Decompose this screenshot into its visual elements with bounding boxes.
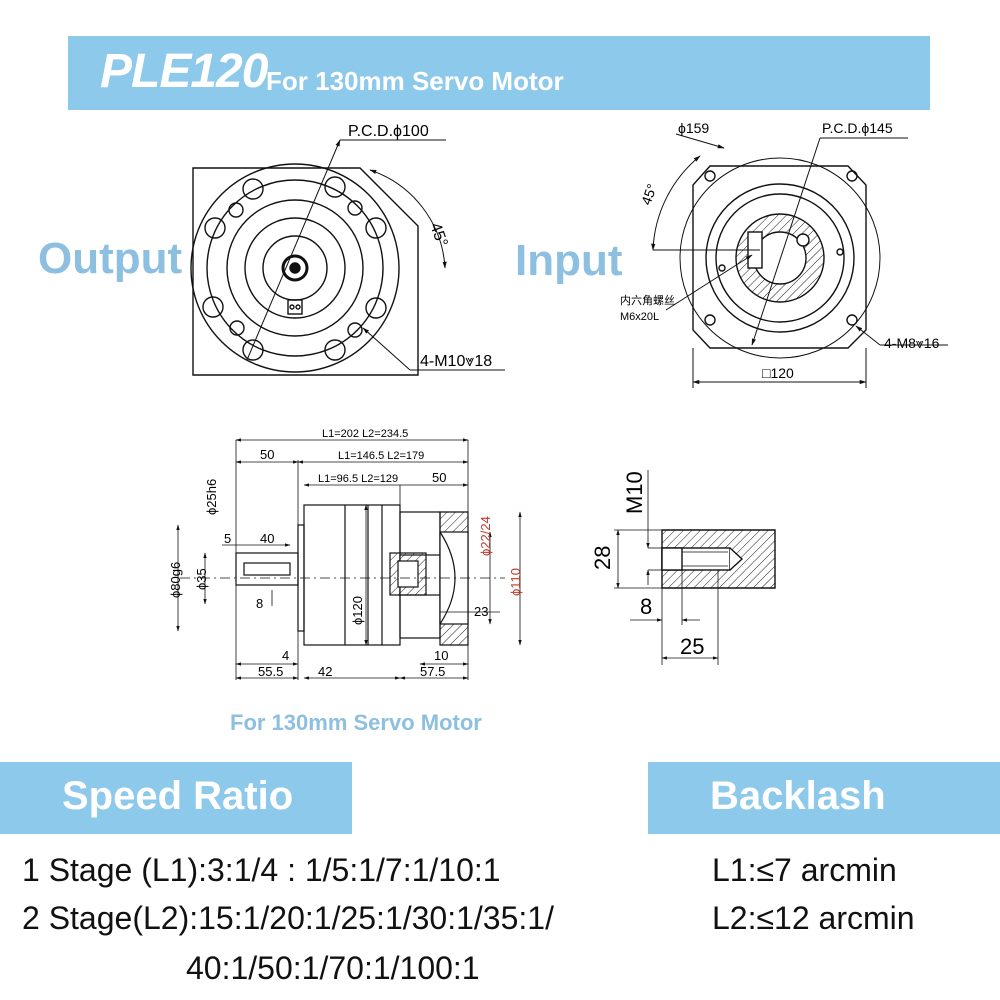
detail-28: 28: [590, 546, 615, 570]
dim-inner-length: L1=96.5 L2=129: [318, 473, 398, 485]
output-holes-label: 4-M10⩔18: [420, 353, 492, 370]
input-screw-label: M6x20L: [620, 311, 659, 323]
input-outer-label: ϕ159: [678, 120, 709, 136]
dim-35: ϕ35: [194, 568, 209, 590]
backlash-banner: [648, 762, 1000, 834]
output-shaft-side: [235, 552, 299, 586]
screw-detail-view: [614, 470, 776, 665]
speed-ratio-stage2-line2: 40:1/50:1/70:1/100:1: [186, 950, 480, 986]
speed-ratio-heading: Speed Ratio: [62, 774, 294, 818]
speed-ratio-banner: [0, 762, 352, 834]
input-view-label: Input: [515, 236, 623, 285]
output-shaft: [281, 254, 309, 282]
output-pcd-circle: [226, 199, 364, 337]
dim-key-8: 8: [256, 596, 263, 611]
speed-ratio-stage1: 1 Stage (L1):3:1/4 : 1/5:1/7:1/10:1: [22, 852, 501, 888]
input-pcd-label: P.C.D.ϕ145: [822, 120, 893, 136]
output-angle-label: 45°: [426, 221, 450, 250]
output-flange-view: [190, 139, 505, 376]
dim-57-5: 57.5: [420, 664, 445, 679]
detail-25: 25: [680, 634, 704, 659]
input-holes-label: 4-M8⩔16: [884, 335, 940, 351]
dim-50-right: 50: [432, 470, 446, 485]
input-screw-cn-label: 内六角螺丝: [620, 293, 675, 307]
dim-bore-2224: ϕ22/24: [478, 516, 493, 556]
output-flange-outline: [192, 167, 419, 376]
dim-23: 23: [474, 604, 488, 619]
dim-4: 4: [282, 648, 289, 663]
dim-10: 10: [434, 648, 448, 663]
side-view: [176, 438, 522, 680]
dim-mid-length: L1=146.5 L2=179: [338, 450, 424, 462]
model-name: PLE120: [100, 45, 268, 98]
input-angle-label: 45°: [638, 182, 660, 207]
dim-body-120: ϕ120: [350, 596, 365, 625]
backlash-stage2: L2:≤12 arcmin: [712, 900, 915, 936]
header-subtitle: For 130mm Servo Motor: [266, 66, 564, 96]
detail-8: 8: [640, 594, 652, 619]
input-square-label: □120: [762, 365, 794, 381]
title-banner: [68, 36, 930, 110]
dim-42: 42: [318, 664, 332, 679]
output-pcd-label: P.C.D.ϕ100: [348, 123, 429, 140]
dim-5: 5: [224, 531, 231, 546]
backlash-stage1: L1:≤7 arcmin: [712, 852, 897, 888]
dim-40: 40: [260, 531, 274, 546]
drawing-caption: For 130mm Servo Motor: [230, 710, 482, 735]
detail-m10: M10: [622, 471, 647, 514]
backlash-heading: Backlash: [710, 774, 886, 818]
dim-total-length: L1=202 L2=234.5: [322, 428, 408, 440]
dim-pilot-80: ϕ80g6: [168, 562, 183, 598]
dim-55-5: 55.5: [258, 664, 283, 679]
output-view-label: Output: [38, 234, 183, 283]
speed-ratio-stage2-line1: 2 Stage(L2):15:1/20:1/25:1/30:1/35:1/: [22, 900, 554, 936]
output-bolt-holes: [202, 176, 387, 361]
dim-pilot-110: ϕ110: [508, 568, 523, 596]
dim-50-left: 50: [260, 447, 274, 462]
input-flange-view: [651, 133, 948, 388]
dim-shaft-25: ϕ25h6: [204, 479, 219, 515]
